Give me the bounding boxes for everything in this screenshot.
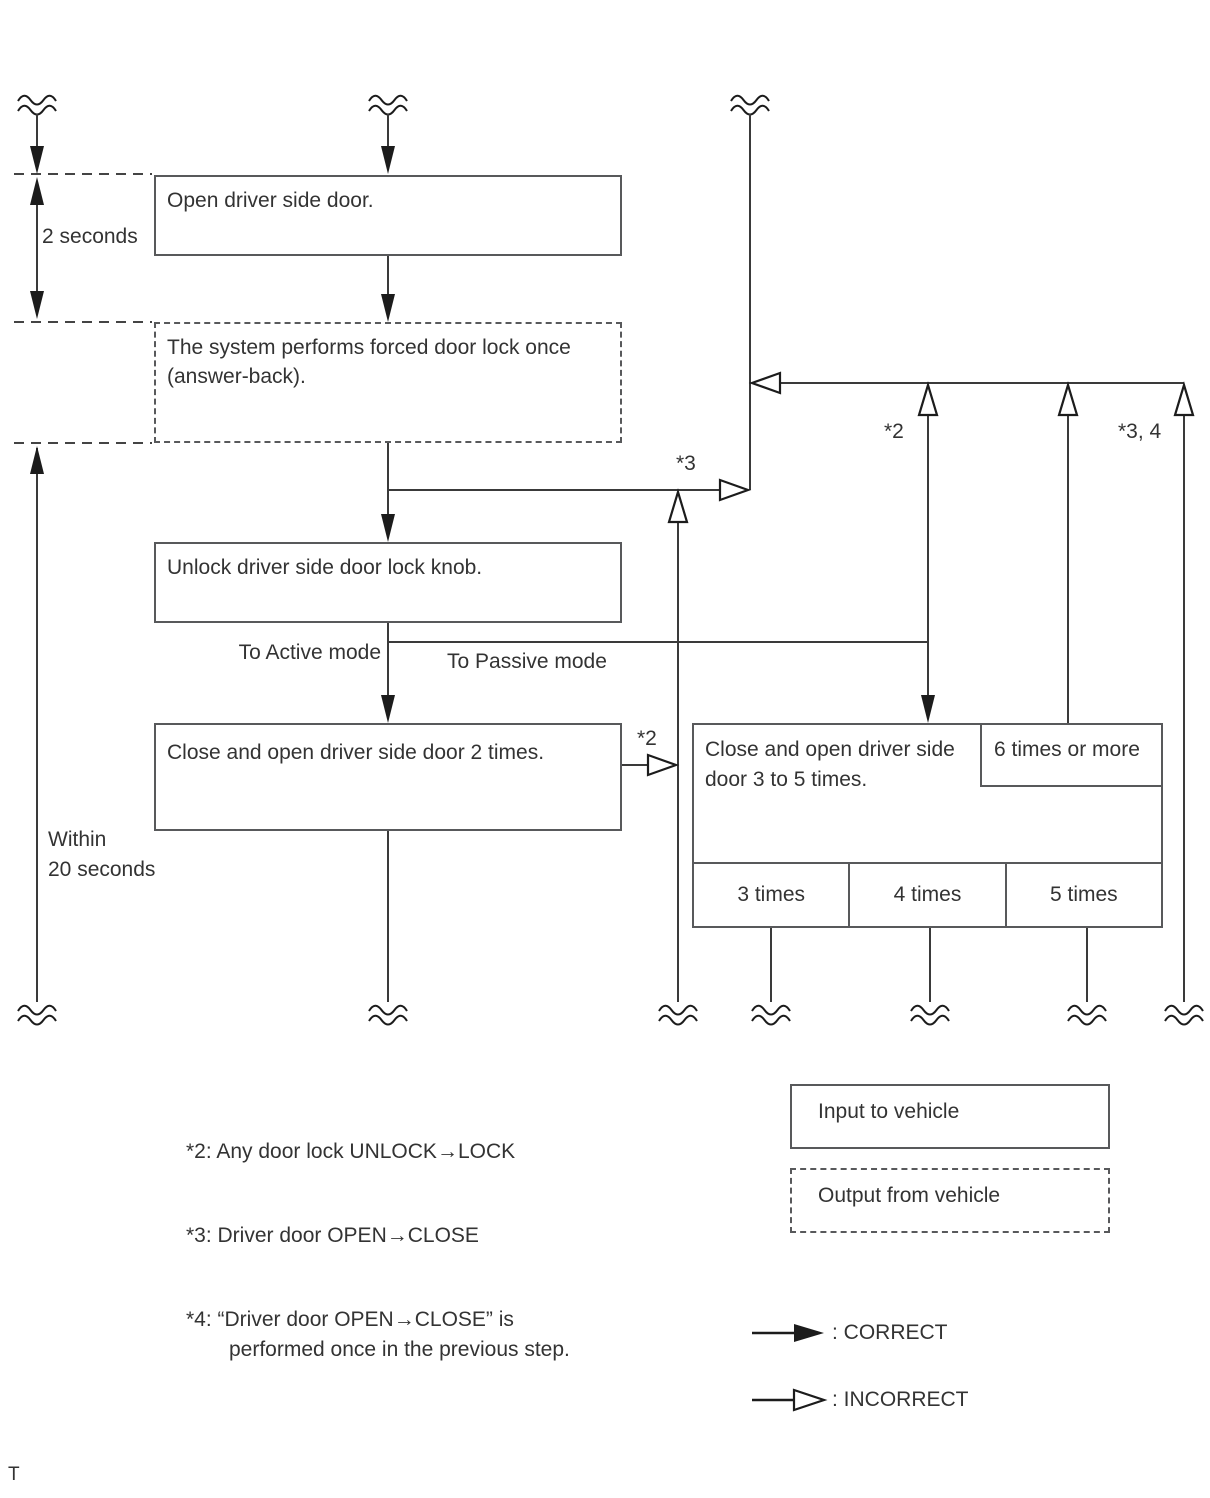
star34-top-label: *3, 4 — [1118, 420, 1162, 443]
page-footer-mark: T — [8, 1464, 20, 1485]
legend-correct-label: : CORRECT — [832, 1321, 948, 1344]
three-times-cell: 3 times — [737, 883, 805, 907]
step-forced-lock-text: The system performs forced door lock onc… — [167, 336, 571, 389]
legend-incorrect-label: : INCORRECT — [832, 1388, 969, 1411]
legend-input-text: Input to vehicle — [818, 1100, 960, 1123]
six-times-or-more-cell: 6 times or more — [980, 725, 1161, 787]
footnote-2: *2: Any door lock UNLOCK→LOCK — [186, 1140, 516, 1163]
six-times-or-more-text: 6 times or more — [994, 738, 1140, 761]
flow-lines — [36, 114, 1185, 1002]
within-label-line2: 20 seconds — [48, 858, 156, 881]
times-row: 3 times 4 times 5 times — [694, 862, 1161, 926]
star2-top-label: *2 — [884, 420, 904, 443]
legend-output-text: Output from vehicle — [818, 1184, 1001, 1207]
step-close-open-2-text: Close and open driver side door 2 times. — [167, 741, 545, 764]
hollow-arrowhead-icon — [646, 371, 1195, 777]
legend-input-box: Input to vehicle — [790, 1084, 1110, 1149]
step-forced-lock-box: The system performs forced door lock onc… — [154, 322, 622, 443]
within-label-line1: Within — [48, 828, 107, 851]
solid-arrowhead-icon — [30, 146, 935, 723]
step-open-door-box: Open driver side door. — [154, 175, 622, 256]
footnote-4-line1: *4: “Driver door OPEN→CLOSE” is — [186, 1308, 514, 1331]
step-close-open-3-5-text: Close and open driver side door 3 to 5 t… — [705, 738, 955, 792]
footnote-4-line2: performed once in the previous step. — [229, 1338, 570, 1361]
step-unlock-knob-text: Unlock driver side door lock knob. — [167, 556, 483, 579]
four-times-cell: 4 times — [848, 864, 1007, 926]
step-open-door-text: Open driver side door. — [167, 189, 374, 212]
step-close-open-2-box: Close and open driver side door 2 times. — [154, 723, 622, 831]
step-unlock-knob-box: Unlock driver side door lock knob. — [154, 542, 622, 623]
two-seconds-label: 2 seconds — [42, 225, 138, 248]
correct-arrow-icon — [752, 1324, 824, 1342]
step-close-open-3-5-box: Close and open driver side door 3 to 5 t… — [692, 723, 1163, 928]
star3-branch-label: *3 — [676, 452, 696, 475]
star2-branch-label: *2 — [637, 727, 657, 750]
to-passive-mode-label: To Passive mode — [447, 650, 607, 673]
legend-output-box: Output from vehicle — [790, 1168, 1110, 1233]
incorrect-arrow-icon — [752, 1388, 828, 1412]
five-times-cell: 5 times — [1049, 883, 1118, 907]
footnote-3: *3: Driver door OPEN→CLOSE — [186, 1224, 479, 1247]
to-active-mode-label: To Active mode — [238, 641, 381, 664]
